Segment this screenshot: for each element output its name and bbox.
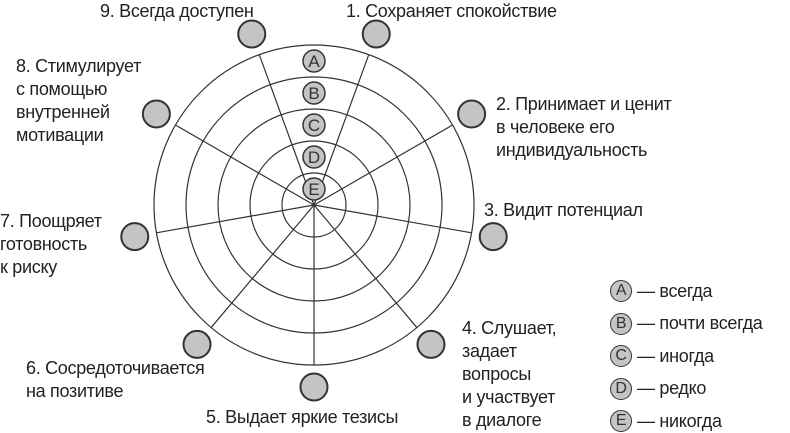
label-item-6: 6. Сосредоточивается на позитиве (26, 357, 205, 403)
legend-badge: A (610, 280, 632, 303)
item-marker-dot (141, 99, 171, 129)
label-line: внутренней (16, 102, 110, 122)
legend-badge: D (610, 377, 632, 400)
label-line: на позитиве (26, 381, 124, 401)
legend-text: — иногда (637, 345, 714, 366)
label-line: 6. Сосредоточивается (26, 358, 205, 378)
item-marker-dot (416, 329, 446, 359)
item-marker-dot (299, 372, 329, 402)
ring-letter-badge (302, 113, 326, 137)
ring-letter-e: E (308, 180, 319, 199)
label-item-1: 1. Сохраняет спокойствие (346, 0, 557, 23)
label-line: индивидуальность (496, 140, 648, 160)
legend-item-b: B — почти всегда (610, 308, 763, 341)
ring-letter-badge (302, 49, 326, 73)
spoke-line (210, 204, 315, 328)
spoke-line (175, 124, 315, 206)
ring-letter-badge (302, 81, 326, 105)
label-line: 2. Принимает и ценит (496, 94, 672, 114)
label-item-9: 9. Всегда доступен (100, 0, 254, 23)
spoke-line (313, 54, 370, 206)
ring-letter-badge (302, 145, 326, 169)
label-line: 3. Видит потенциал (484, 200, 643, 220)
spoke-line (313, 204, 472, 234)
label-line: в человеке его (496, 117, 615, 137)
label-line: в диалоге (462, 410, 542, 430)
spoke-line (156, 204, 315, 234)
label-line: 7. Поощряет (0, 211, 102, 231)
label-item-8: 8. Стимулирует с помощью внутренней моти… (16, 55, 141, 147)
label-line: и участвует (462, 387, 556, 407)
label-item-5: 5. Выдает яркие тезисы (206, 406, 398, 429)
item-marker-dot (120, 222, 150, 252)
label-line: вопросы (462, 364, 531, 384)
label-line: 4. Слушает, (462, 318, 557, 338)
label-line: 8. Стимулирует (16, 56, 142, 76)
ring-letter-c: C (308, 116, 320, 135)
legend-item-e: E — никогда (610, 405, 762, 433)
legend-item-a: A — всегда (610, 275, 762, 308)
label-line: мотивации (16, 125, 104, 145)
label-line: 1. Сохраняет спокойствие (346, 1, 557, 21)
label-line: 9. Всегда доступен (100, 1, 254, 21)
legend-badge: E (610, 410, 632, 433)
spoke-line (313, 124, 453, 206)
legend-item-c: C — иногда (610, 340, 762, 373)
legend-text: — почти всегда (637, 313, 763, 334)
ring-letter-d: D (308, 148, 320, 167)
item-marker-dot (361, 19, 391, 49)
legend-text: — никогда (637, 410, 722, 431)
label-item-7: 7. Поощряет готовность к риску (0, 210, 102, 279)
legend: A — всегда B — почти всегда C — иногда D… (610, 275, 763, 433)
label-line: готовность (0, 234, 87, 254)
ring-letter-a: A (308, 52, 320, 71)
spoke-line (258, 54, 315, 206)
label-item-4: 4. Слушает, задает вопросы и участвует в… (462, 317, 557, 432)
item-marker-dot (237, 19, 267, 49)
label-line: с помощью (16, 79, 108, 99)
item-marker-dot (182, 329, 212, 359)
legend-text: — редко (637, 378, 707, 399)
item-marker-dot (478, 222, 508, 252)
label-line: 5. Выдает яркие тезисы (206, 407, 399, 427)
label-line: задает (462, 341, 517, 361)
legend-text: — всегда (637, 280, 713, 301)
label-line: к риску (0, 257, 57, 277)
item-marker-dot (457, 99, 487, 129)
spoke-line (313, 204, 418, 328)
label-item-2: 2. Принимает и ценит в человеке его инди… (496, 93, 672, 162)
legend-badge: B (610, 312, 632, 335)
ring-letter-badge (302, 177, 326, 201)
ring-letter-b: B (308, 84, 319, 103)
legend-badge: C (610, 345, 632, 368)
label-item-3: 3. Видит потенциал (484, 199, 643, 222)
legend-item-d: D — редко (610, 373, 762, 406)
